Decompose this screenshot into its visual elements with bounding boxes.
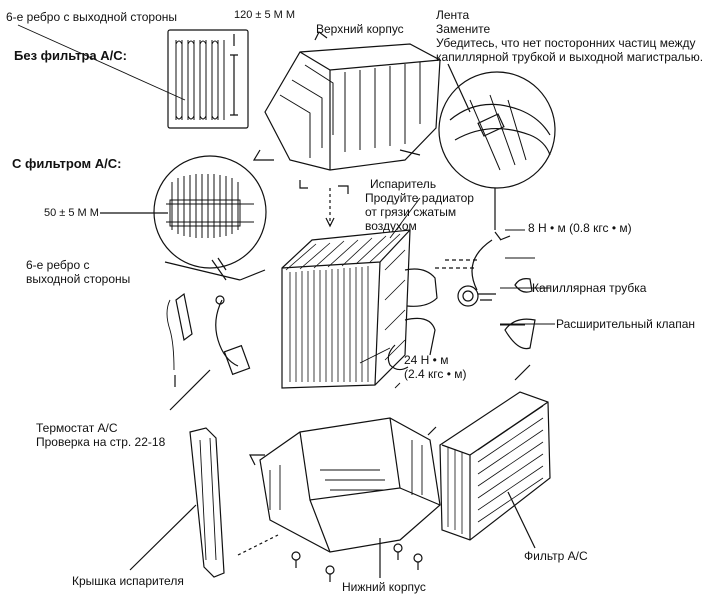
with-filter-heading: С фильтром А/С: [12, 156, 122, 171]
no-filter-heading: Без фильтра А/С: [14, 48, 127, 63]
rib6-outlet-label-line-1: 6-е ребро с [26, 258, 90, 272]
capillary-tube-label: Капиллярная трубка [532, 281, 647, 295]
tape-inset [439, 64, 555, 230]
tape-title-label: Лента [436, 8, 470, 22]
leader-lines [360, 198, 525, 388]
evaporator-core-drawing [282, 230, 480, 388]
dimension-120-label: 120 ± 5 М М [234, 9, 296, 21]
dimension-50-label: 50 ± 5 М М [44, 207, 99, 219]
lower-case-drawing [238, 418, 440, 582]
tape-note-line-2: капиллярной трубкой и выходной магистрал… [436, 50, 704, 64]
torque-8-label: 8 Н • м (0.8 кгс • м) [528, 221, 632, 235]
evaporator-cover-drawing [130, 428, 224, 577]
ac-filter-drawing [440, 365, 550, 548]
thermostat-label-line-1: Термостат А/С [36, 421, 118, 435]
ac-filter-label: Фильтр А/С [524, 549, 588, 563]
evaporator-label: Испаритель [370, 177, 437, 191]
tape-note-line-1: Убедитесь, что нет посторонних частиц ме… [436, 36, 696, 50]
torque-24-label-line-1: 24 Н • м [404, 353, 449, 367]
fin-inset-with-filter [100, 156, 266, 280]
evaporator-cover-label: Крышка испарителя [72, 574, 184, 588]
blow-instruction-line-1: Продуйте радиатор [365, 191, 474, 205]
lower-case-label: Нижний корпус [342, 580, 426, 594]
rib6-outlet-top-label: 6-е ребро с выходной стороны [6, 10, 178, 24]
thermostat-label-line-2: Проверка на стр. 22-18 [36, 435, 166, 449]
tape-replace-label: Замените [436, 22, 491, 36]
fin-inset-no-filter [18, 25, 248, 128]
blow-instruction-line-2: от грязи сжатым [365, 205, 457, 219]
torque-24-label-line-2: (2.4 кгс • м) [404, 367, 467, 381]
expansion-valve-label: Расширительный клапан [556, 317, 696, 331]
blow-instruction-line-3: воздухом [365, 219, 417, 233]
upper-case-label: Верхний корпус [316, 22, 404, 36]
rib6-outlet-label-line-2: выходной стороны [26, 272, 131, 286]
upper-case-drawing [254, 32, 440, 226]
thermostat-drawing [167, 258, 250, 410]
